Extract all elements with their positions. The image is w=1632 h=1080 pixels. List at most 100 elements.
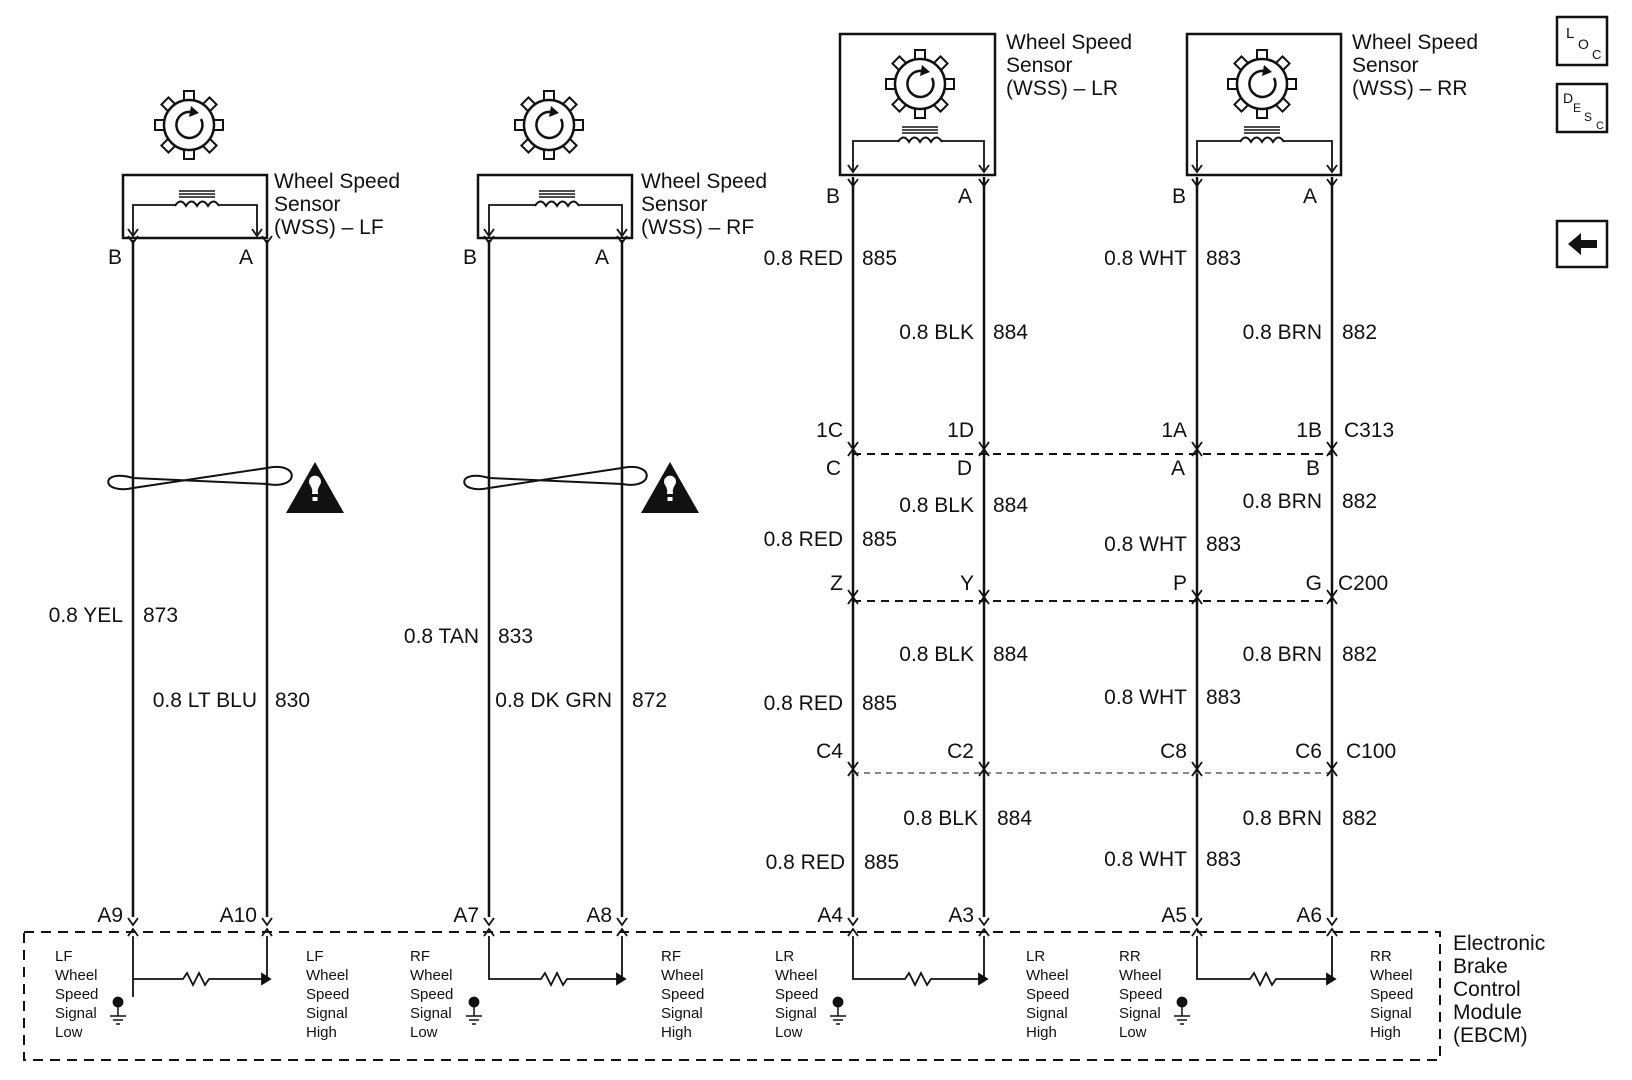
- rr-high-circuit-4: 882: [1342, 807, 1377, 830]
- rr-high-sig-5: High: [1370, 1024, 1401, 1041]
- ebcm-name-4: Module: [1453, 1001, 1522, 1024]
- lr-high-color-2: 0.8 BLK: [899, 494, 974, 517]
- svg-text:Wheel: Wheel: [1119, 967, 1162, 984]
- svg-text:Low: Low: [1119, 1024, 1147, 1041]
- ebcm-pin-a8: A8: [586, 904, 612, 927]
- lf-high-sig-1: LF: [306, 948, 324, 965]
- lf-high-circuit: 830: [275, 689, 310, 712]
- c200-pin-z: Z: [830, 572, 843, 595]
- rf-high-sig-2: Wheel: [661, 967, 704, 984]
- svg-text:Wheel: Wheel: [1026, 967, 1069, 984]
- svg-text:RF: RF: [410, 948, 430, 965]
- svg-text:(WSS) – RR: (WSS) – RR: [1352, 77, 1468, 100]
- c200-pin-a: A: [1171, 457, 1185, 480]
- svg-text:Speed: Speed: [410, 986, 453, 1003]
- rr-low-sig-1: RR: [1119, 948, 1141, 965]
- svg-text:Low: Low: [410, 1024, 438, 1041]
- ebcm-circuit-rr: [1173, 936, 1337, 1025]
- wss-rr-body: [1185, 32, 1343, 177]
- svg-text:Speed: Speed: [1026, 986, 1069, 1003]
- rr-low-circuit-4: 883: [1206, 848, 1241, 871]
- rr-high-sig-2: Wheel: [1370, 967, 1413, 984]
- svg-text:(WSS) – RF: (WSS) – RF: [641, 216, 754, 239]
- c100-name: C100: [1346, 740, 1396, 763]
- lr-low-sig-4: Signal: [775, 1005, 817, 1022]
- lf-low-sig-1: LF: [55, 948, 73, 965]
- rf-high-sig-1: RF: [661, 948, 681, 965]
- wires: [131, 177, 1334, 917]
- rf-low-sig-5: Low: [410, 1024, 438, 1041]
- svg-text:RR: RR: [1370, 948, 1392, 965]
- lr-high-circuit-1: 884: [993, 321, 1028, 344]
- lr-high-color-4: 0.8 BLK: [903, 807, 978, 830]
- lf-high-sig-3: Speed: [306, 986, 349, 1003]
- ebcm-circuit-rf: [465, 936, 627, 1025]
- svg-text:Electronic: Electronic: [1453, 932, 1545, 955]
- desc-button[interactable]: D E S C: [1555, 82, 1609, 134]
- connector-c200: C D A B Z Y P G C200: [826, 457, 1388, 605]
- lr-low-circuit-4: 885: [864, 851, 899, 874]
- wss-lr-body: [838, 32, 997, 177]
- ebcm-pin-a9: A9: [97, 904, 123, 927]
- svg-text:High: High: [1370, 1024, 1401, 1041]
- rf-low-sig-3: Speed: [410, 986, 453, 1003]
- svg-text:RF: RF: [661, 948, 681, 965]
- svg-text:Signal: Signal: [775, 1005, 817, 1022]
- c313-pin-1a: 1A: [1161, 419, 1187, 442]
- wss-lr-rotor-icon: [884, 48, 956, 120]
- lr-high-sig-4: Signal: [1026, 1005, 1068, 1022]
- svg-text:Signal: Signal: [1026, 1005, 1068, 1022]
- c200-pin-p: P: [1173, 572, 1187, 595]
- lr-low-sig-1: LR: [775, 948, 794, 965]
- wss-lf: Wheel Speed Sensor (WSS) – LF B A: [108, 89, 400, 269]
- ebcm-pin-a3: A3: [948, 904, 974, 927]
- rr-high-color-2: 0.8 BRN: [1243, 490, 1322, 513]
- wss-rr-rotor-icon: [1226, 48, 1298, 120]
- desc-button-d: D: [1563, 90, 1573, 106]
- rr-low-color-4: 0.8 WHT: [1104, 848, 1187, 871]
- c313-pin-1d: 1D: [947, 419, 974, 442]
- wss-lf-coil-icon: [174, 190, 220, 207]
- c200-pin-b: B: [1306, 457, 1320, 480]
- lr-low-color-3: 0.8 RED: [764, 692, 843, 715]
- svg-text:Speed: Speed: [775, 986, 818, 1003]
- svg-text:Sensor: Sensor: [274, 193, 341, 216]
- svg-text:Wheel: Wheel: [410, 967, 453, 984]
- lf-low-sig-2: Wheel: [55, 967, 98, 984]
- rr-low-color-1: 0.8 WHT: [1104, 247, 1187, 270]
- twisted-pair-rf: [463, 462, 699, 513]
- loc-button[interactable]: L O C: [1555, 15, 1609, 67]
- wss-rr-label-3: (WSS) – RR: [1352, 77, 1468, 100]
- lr-high-circuit-3: 884: [993, 643, 1028, 666]
- svg-text:(WSS) – LF: (WSS) – LF: [274, 216, 384, 239]
- svg-text:LF: LF: [306, 948, 324, 965]
- svg-text:Signal: Signal: [1119, 1005, 1161, 1022]
- ebcm-circuit-lr: [829, 936, 989, 1025]
- rf-high-color: 0.8 DK GRN: [495, 689, 612, 712]
- lr-low-color-4: 0.8 RED: [766, 851, 845, 874]
- svg-text:Signal: Signal: [1370, 1005, 1412, 1022]
- lr-high-sig-1: LR: [1026, 948, 1045, 965]
- lr-low-circuit-1: 885: [862, 247, 897, 270]
- lf-high-sig-2: Wheel: [306, 967, 349, 984]
- svg-text:Low: Low: [775, 1024, 803, 1041]
- ebcm-name-3: Control: [1453, 978, 1521, 1001]
- wss-lf-pin-a: A: [239, 246, 253, 269]
- svg-text:Speed: Speed: [661, 986, 704, 1003]
- c200-pin-y: Y: [960, 572, 974, 595]
- desc-button-e: E: [1573, 101, 1581, 115]
- desc-button-s: S: [1584, 110, 1592, 124]
- lr-low-circuit-2: 885: [862, 528, 897, 551]
- wss-rr-pin-b: B: [1172, 185, 1186, 208]
- svg-text:Signal: Signal: [661, 1005, 703, 1022]
- svg-text:Speed: Speed: [1119, 986, 1162, 1003]
- lr-low-sig-5: Low: [775, 1024, 803, 1041]
- rf-high-sig-3: Speed: [661, 986, 704, 1003]
- ebcm-pin-a6: A6: [1296, 904, 1322, 927]
- ebcm-name-2: Brake: [1453, 955, 1508, 978]
- svg-text:Low: Low: [55, 1024, 83, 1041]
- lf-high-sig-5: High: [306, 1024, 337, 1041]
- rr-high-color-1: 0.8 BRN: [1243, 321, 1322, 344]
- rr-low-sig-5: Low: [1119, 1024, 1147, 1041]
- back-button[interactable]: [1555, 219, 1609, 269]
